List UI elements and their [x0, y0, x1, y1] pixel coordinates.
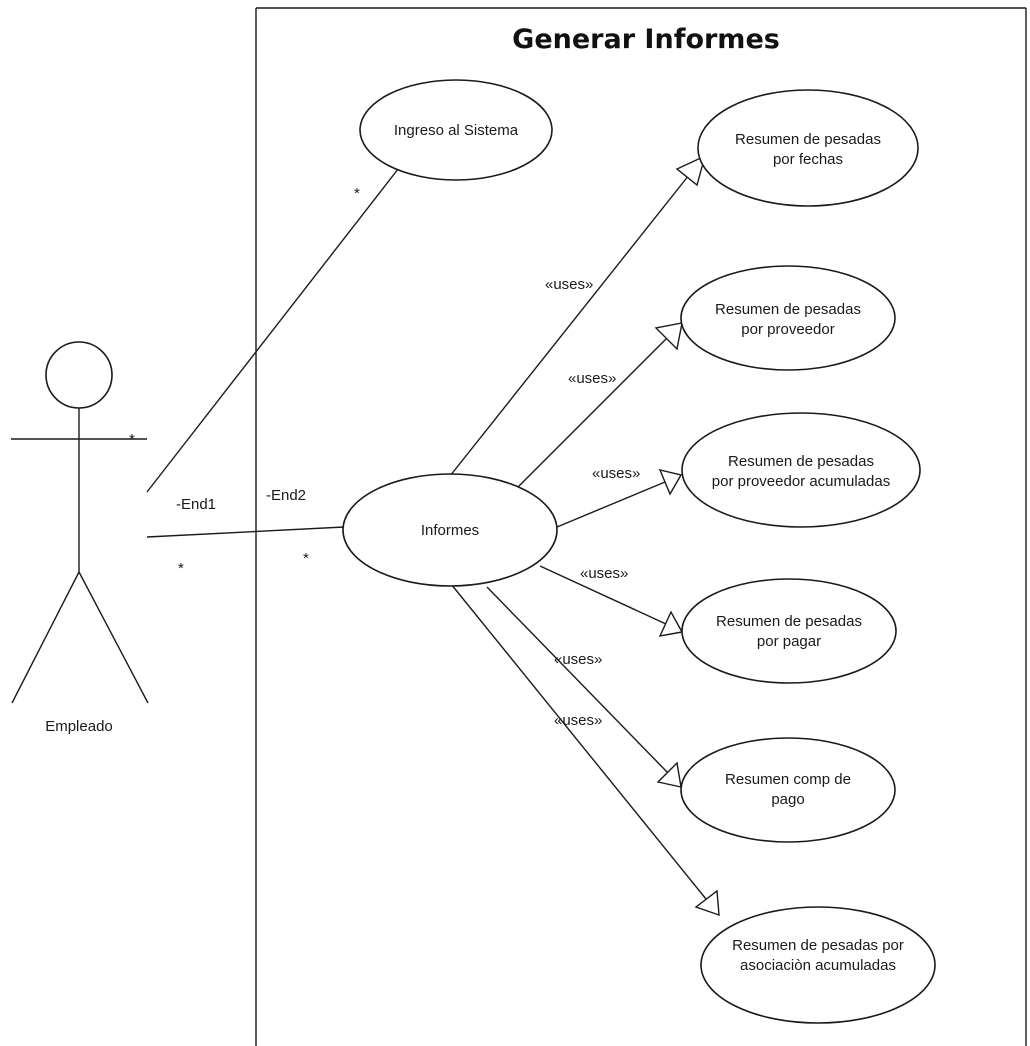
- association-informes: [146, 526, 345, 538]
- multiplicity-ingreso: *: [354, 185, 360, 202]
- use-case-pagar-line1: Resumen de pesadas: [716, 613, 862, 630]
- uses-comp: [486, 586, 682, 788]
- use-case-proveedor-line1: Resumen de pesadas: [715, 301, 861, 318]
- use-case-comp[interactable]: Resumen comp de pago: [680, 737, 896, 843]
- actor-name: Empleado: [45, 718, 113, 735]
- use-case-proveedor-line2: por proveedor: [741, 321, 834, 338]
- use-case-ingreso-label: Ingreso al Sistema: [394, 122, 519, 139]
- use-case-fechas[interactable]: Resumen de pesadas por fechas: [697, 89, 919, 207]
- use-case-asociacion-line2: asociaciòn acumuladas: [740, 957, 896, 974]
- use-case-pagar-line2: por pagar: [757, 633, 821, 650]
- uses-label-pagar: «uses»: [580, 565, 628, 582]
- multiplicity-actor: *: [178, 560, 184, 577]
- use-case-informes-label: Informes: [421, 522, 479, 539]
- uses-pagar: [539, 565, 684, 637]
- association-ingreso: [146, 163, 403, 493]
- use-case-comp-line2: pago: [771, 791, 804, 808]
- use-case-asociacion-line1: Resumen de pesadas por: [732, 937, 904, 954]
- multiplicity-actor-top: *: [129, 431, 135, 448]
- use-case-asociacion[interactable]: Resumen de pesadas por asociaciòn acumul…: [700, 906, 936, 1024]
- assoc-end2-label: -End2: [266, 487, 306, 504]
- actor-head: [45, 341, 113, 409]
- use-case-informes[interactable]: Informes: [342, 473, 558, 587]
- actor-left-leg: [11, 571, 80, 704]
- assoc-end1-label: -End1: [176, 496, 216, 513]
- multiplicity-informes: *: [303, 550, 309, 567]
- uses-label-fechas: «uses»: [545, 276, 593, 293]
- system-boundary: Generar Informes: [255, 7, 1027, 1046]
- use-case-pagar[interactable]: Resumen de pesadas por pagar: [681, 578, 897, 684]
- use-case-acumuladas-line1: Resumen de pesadas: [728, 453, 874, 470]
- uses-asociacion: [450, 583, 720, 917]
- use-case-comp-line1: Resumen comp de: [725, 771, 851, 788]
- use-case-acumuladas-line2: por proveedor acumuladas: [712, 473, 890, 490]
- uses-relations: [449, 154, 720, 917]
- use-case-ingreso[interactable]: Ingreso al Sistema: [359, 79, 553, 181]
- use-case-fechas-line2: por fechas: [773, 151, 843, 168]
- uses-label-proveedor: «uses»: [568, 370, 616, 387]
- actor-right-leg: [78, 571, 149, 704]
- uses-label-asociacion: «uses»: [554, 712, 602, 729]
- use-case-fechas-line1: Resumen de pesadas: [735, 131, 881, 148]
- uses-label-comp: «uses»: [554, 651, 602, 668]
- uses-proveedor: [517, 322, 683, 488]
- uses-fechas: [449, 154, 707, 477]
- system-title: Generar Informes: [512, 24, 780, 55]
- use-case-acumuladas[interactable]: Resumen de pesadas por proveedor acumula…: [681, 412, 921, 528]
- actor-empleado[interactable]: Empleado: [11, 341, 149, 735]
- use-case-proveedor[interactable]: Resumen de pesadas por proveedor: [680, 265, 896, 371]
- uses-acumuladas: [556, 469, 683, 528]
- uses-label-acumuladas: «uses»: [592, 465, 640, 482]
